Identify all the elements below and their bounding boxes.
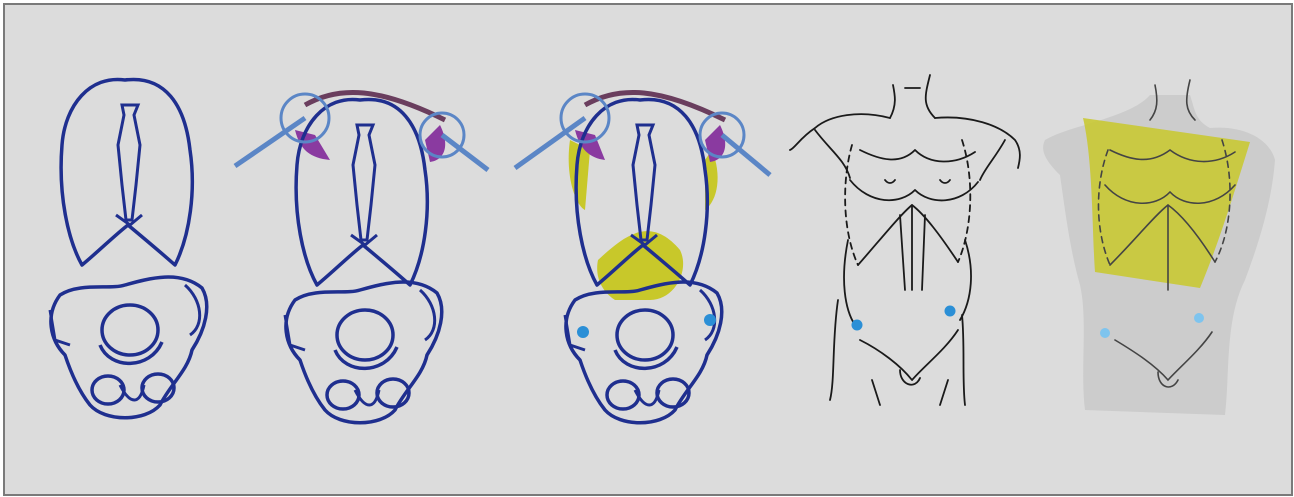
left-iliac-landmark-dot — [852, 320, 863, 331]
left-iliac-landmark-dot — [1100, 328, 1110, 338]
left-iliac-landmark-dot — [577, 326, 589, 338]
right-iliac-landmark-dot — [1194, 313, 1204, 323]
right-iliac-landmark-dot — [945, 306, 956, 317]
right-iliac-landmark-dot — [704, 314, 716, 326]
